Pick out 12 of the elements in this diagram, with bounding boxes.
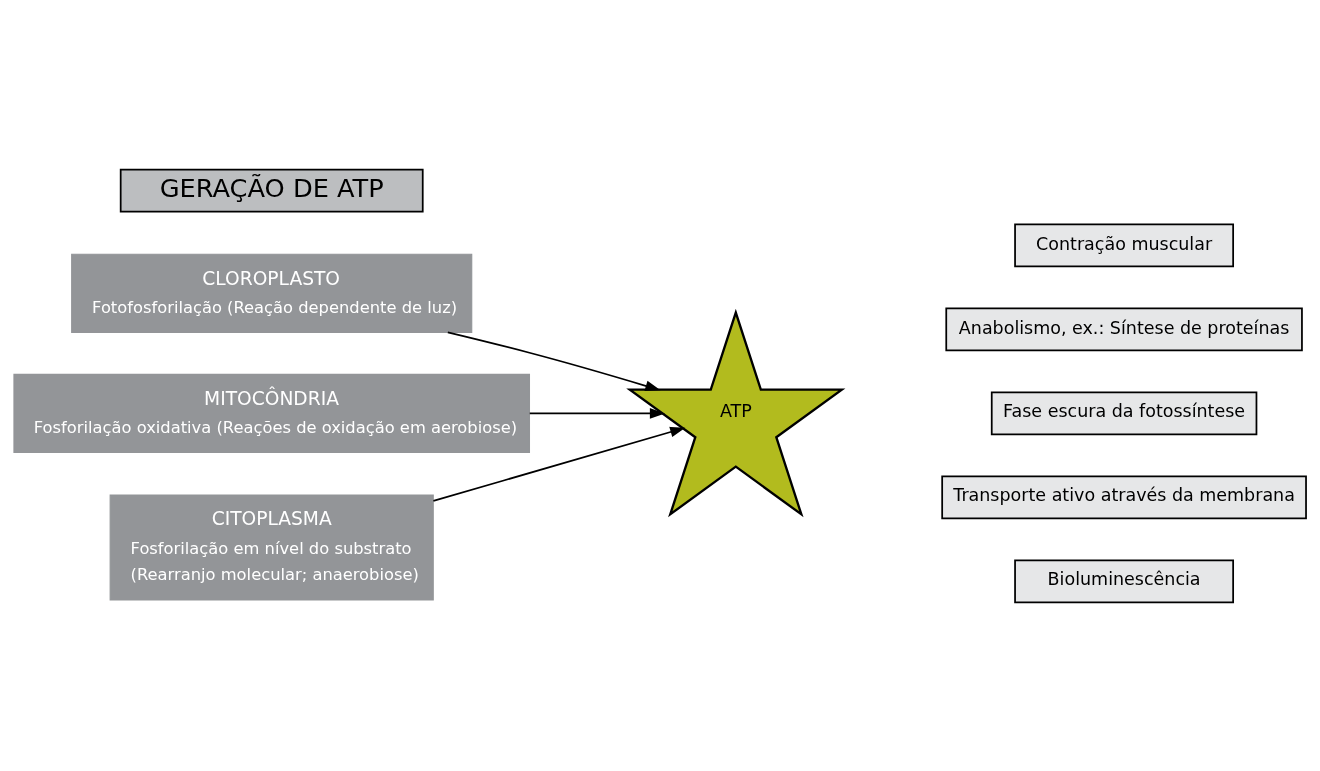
node-box: Anabolismo, ex.: Síntese de proteínas: [945, 307, 1303, 351]
node-box: Transporte ativo através da membrana: [941, 475, 1307, 519]
node-box: CLOROPLASTO Fotofosforilação (Reação dependente de luz): [71, 253, 473, 333]
arrow: [528, 407, 666, 419]
node-box: Contração muscular: [1014, 223, 1234, 267]
node-box: GERAÇÃO DE ATP: [119, 168, 424, 213]
arrow: [432, 426, 686, 502]
node-box: Bioluminescência: [1014, 558, 1234, 603]
node-box: MITOCÔNDRIA Fosforilação oxidativa (Reações de oxidação em aerobiose): [13, 373, 531, 453]
arrow: [446, 331, 661, 391]
node-box: Fase escura da fotossíntese: [990, 391, 1258, 435]
node-box: CITOPLASMA Fosforilação em nível do substrato (Rearranjo molecular; anaerobiose): [109, 493, 434, 601]
